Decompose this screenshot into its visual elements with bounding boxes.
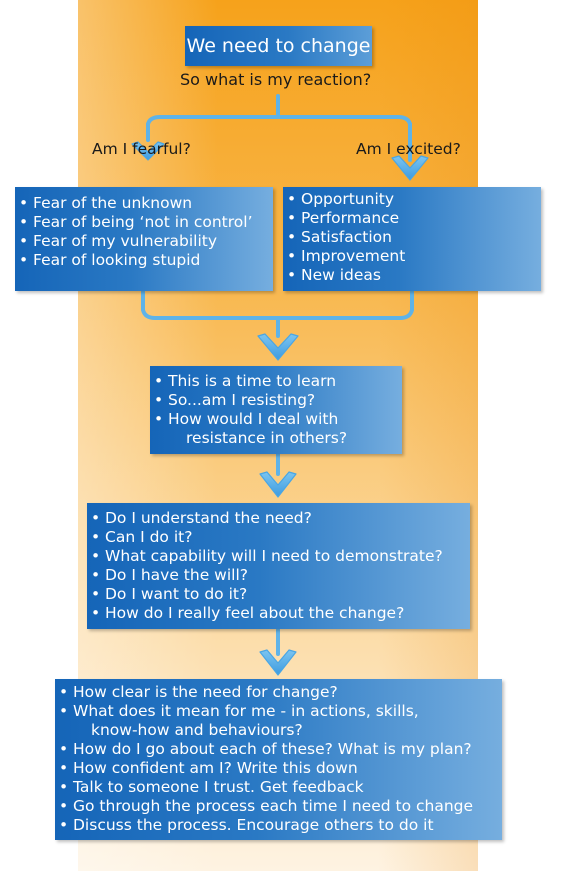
understand-item: Do I understand the need? <box>87 509 470 528</box>
action-item: How confident am I? Write this down <box>55 759 502 778</box>
arrow-merge <box>257 333 299 361</box>
understand-item: Can I do it? <box>87 528 470 547</box>
fearful-item: Fear of being ‘not in control’ <box>15 213 273 232</box>
action-item: How clear is the need for change? <box>55 683 502 702</box>
arrow-left <box>131 141 165 161</box>
action-item: Talk to someone I trust. Get feedback <box>55 778 502 797</box>
action-box: How clear is the need for change? What d… <box>55 679 502 840</box>
learn-item-text: How would I deal with <box>168 410 339 428</box>
learn-item: So...am I resisting? <box>150 391 402 410</box>
merge-connector <box>141 290 414 338</box>
fearful-label: Am I fearful? <box>92 140 191 158</box>
understand-box: Do I understand the need? Can I do it? W… <box>87 503 470 629</box>
learn-item: This is a time to learn <box>150 372 402 391</box>
split-connector <box>146 94 412 126</box>
understand-item: How do I really feel about the change? <box>87 604 470 623</box>
excited-item: New ideas <box>283 266 541 285</box>
title-box: We need to change <box>185 26 372 66</box>
fearful-box: Fear of the unknown Fear of being ‘not i… <box>15 187 273 291</box>
arrow-right <box>391 155 429 181</box>
fearful-item: Fear of looking stupid <box>15 251 273 270</box>
excited-item: Satisfaction <box>283 228 541 247</box>
understand-item: Do I have the will? <box>87 566 470 585</box>
learn-box: This is a time to learn So...am I resist… <box>150 366 402 454</box>
learn-item-continuation: resistance in others? <box>186 429 348 447</box>
arrow-2 <box>259 471 297 498</box>
action-item: How do I go about each of these? What is… <box>55 740 502 759</box>
understand-item: Do I want to do it? <box>87 585 470 604</box>
excited-item: Improvement <box>283 247 541 266</box>
reaction-question: So what is my reaction? <box>180 70 372 89</box>
action-item-continuation: know-how and behaviours? <box>91 721 303 739</box>
excited-item: Opportunity <box>283 190 541 209</box>
action-item: Discuss the process. Encourage others to… <box>55 816 502 835</box>
action-item: What does it mean for me - in actions, s… <box>55 702 502 740</box>
fearful-item: Fear of the unknown <box>15 194 273 213</box>
arrow-3 <box>259 649 297 676</box>
excited-box: Opportunity Performance Satisfaction Imp… <box>283 187 541 291</box>
action-item: Go through the process each time I need … <box>55 797 502 816</box>
fearful-item: Fear of my vulnerability <box>15 232 273 251</box>
excited-item: Performance <box>283 209 541 228</box>
action-item-text: What does it mean for me - in actions, s… <box>73 702 419 720</box>
excited-label: Am I excited? <box>356 140 461 158</box>
understand-item: What capability will I need to demonstra… <box>87 547 470 566</box>
